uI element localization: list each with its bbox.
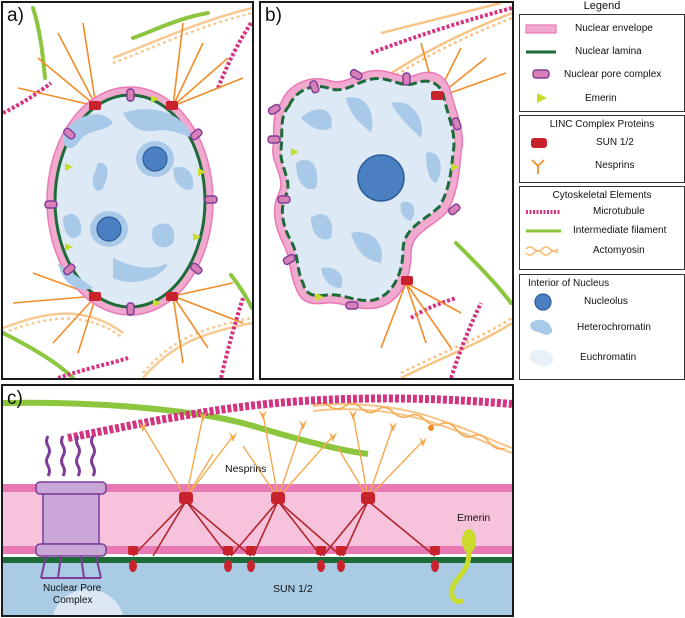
nucleolus — [96, 216, 122, 242]
intermediate-filament — [3, 399, 369, 457]
microtubules — [3, 21, 252, 378]
legend-item-microtubule: Microtubule — [593, 206, 645, 217]
legend-linc-box: LINC Complex Proteins SUN 1/2 Nesprins — [519, 115, 685, 183]
nesprins-label: Nesprins — [225, 463, 267, 475]
npc-label-line1: Nuclear Pore — [43, 583, 102, 594]
panel-a-label: a) — [7, 5, 24, 26]
sun-anchors — [128, 546, 440, 572]
legend-cytoskeleton-box: Cytoskeletal Elements Microtubule Interm… — [519, 186, 685, 270]
actomyosin-node — [428, 425, 434, 431]
sun-icon — [531, 138, 547, 148]
npc-label-line2: Complex — [53, 595, 93, 606]
nuclear-pores — [267, 68, 462, 310]
legend-interior-box: Interior of Nucleus Nucleolus Heterochro… — [519, 274, 685, 380]
legend-title: Legend — [583, 0, 621, 12]
panel-c-label: c) — [7, 388, 23, 409]
legend-linc-title: LINC Complex Proteins — [549, 119, 655, 130]
nesprin-chains — [142, 413, 424, 499]
nucleolus — [142, 146, 168, 172]
legend-main-box: Nuclear envelope Nuclear lamina Nuclear … — [519, 14, 685, 112]
panel-a-illustration — [3, 6, 252, 378]
sun-proteins — [401, 91, 443, 285]
outer-nuclear-membrane — [3, 484, 512, 492]
microtubule — [67, 394, 512, 442]
microtubules — [370, 6, 512, 378]
emerin-markers — [65, 95, 206, 307]
emerin-markers — [291, 148, 459, 301]
nucleolus — [357, 154, 405, 202]
emerin-illustration — [449, 529, 476, 605]
heterochromatin — [296, 97, 441, 288]
legend-item-sun: SUN 1/2 — [596, 137, 634, 148]
legend-item-intermediate: Intermediate filament — [573, 225, 667, 236]
legend-cytoskeleton-title: Cytoskeletal Elements — [552, 190, 652, 201]
heterochromatin-icon — [530, 319, 553, 335]
nucleolus-icon — [534, 293, 552, 311]
panel-c: c) Nesprins Emerin Nuclear Pore Complex … — [1, 384, 514, 617]
legend-item-emerin: Emerin — [585, 93, 617, 104]
nuclear-lamina-band — [3, 557, 512, 563]
panel-b: b) — [259, 1, 514, 380]
npc-illustration — [35, 435, 107, 579]
legend-interior-title: Interior of Nucleus — [528, 278, 610, 289]
legend-item-nesprins: Nesprins — [595, 160, 635, 171]
legend-cytoskeleton-icons — [525, 210, 561, 256]
nesprin-lines — [12, 22, 244, 364]
panel-c-illustration — [3, 394, 512, 615]
euchromatin-icon — [529, 349, 554, 367]
nuclear-pore-icon — [532, 69, 550, 79]
emerin-icon — [537, 93, 547, 103]
nuclear-envelope-icon — [525, 24, 557, 34]
intermediate-filaments — [454, 241, 512, 305]
legend-item-nucleolus: Nucleolus — [584, 296, 628, 307]
nuclear-pores — [44, 88, 218, 316]
sun-trimers — [179, 492, 375, 504]
actomyosin-fibers — [3, 6, 252, 378]
legend-main-icons — [525, 24, 557, 103]
legend-item-actomyosin: Actomyosin — [593, 245, 645, 256]
nesprin-heads — [139, 410, 427, 447]
sun-chains — [132, 500, 436, 557]
sun-proteins — [89, 101, 178, 301]
panel-b-label: b) — [265, 5, 282, 26]
emerin-label: Emerin — [457, 512, 491, 524]
panel-b-illustration — [267, 3, 512, 378]
legend-linc-icons — [531, 138, 547, 174]
panel-a: a) — [1, 1, 254, 380]
actomyosin-icon — [525, 246, 559, 256]
legend-item-heterochromatin: Heterochromatin — [577, 322, 651, 333]
euchromatin-region — [53, 589, 123, 615]
legend-item-pore: Nuclear pore complex — [564, 69, 662, 80]
legend-item-euchromatin: Euchromatin — [580, 352, 637, 363]
actomyosin-fibers — [312, 402, 512, 454]
legend-item-lamina: Nuclear lamina — [575, 46, 642, 57]
nesprin-icon — [531, 159, 545, 174]
legend-interior-icons — [529, 293, 554, 367]
legend-item-envelope: Nuclear envelope — [575, 23, 653, 34]
sun-label: SUN 1/2 — [273, 583, 313, 595]
inner-nuclear-membrane — [3, 546, 512, 554]
